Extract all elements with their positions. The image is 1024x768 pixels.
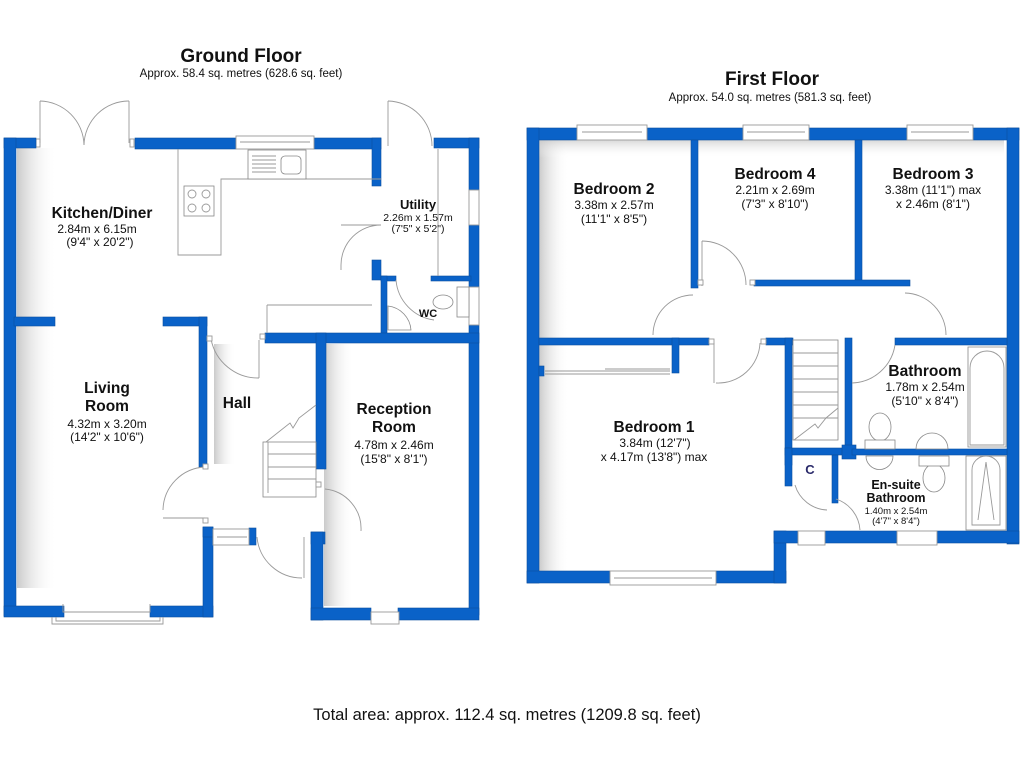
kitchen-diner-name: Kitchen/Diner bbox=[52, 205, 153, 222]
reception-room-name-1: Reception bbox=[357, 401, 432, 418]
basin-icon bbox=[865, 455, 894, 470]
bedroom-2-name: Bedroom 2 bbox=[574, 181, 655, 198]
total-area: Total area: approx. 112.4 sq. metres (12… bbox=[313, 706, 701, 724]
bedroom-1-name: Bedroom 1 bbox=[614, 419, 695, 436]
french-doors bbox=[35, 100, 135, 148]
staircase bbox=[262, 441, 317, 498]
bedroom-4-name: Bedroom 4 bbox=[735, 166, 816, 183]
door-jambs bbox=[202, 333, 322, 524]
first-floor-area: Approx. 54.0 sq. metres (581.3 sq. feet) bbox=[669, 92, 872, 104]
ensuite-name-2: Bathroom bbox=[866, 491, 925, 505]
hall-fixtures bbox=[162, 338, 362, 579]
wall-shadow bbox=[214, 344, 236, 464]
kitchen-diner-dim-ft: (9'4" x 20'2") bbox=[66, 235, 133, 249]
first-floor-title: First Floor bbox=[725, 69, 820, 90]
living-room-name-1: Living bbox=[84, 380, 130, 397]
bedroom-1-dim-2: x 4.17m (13'8") max bbox=[601, 450, 708, 464]
kitchen-diner-dim-m: 2.84m x 6.15m bbox=[57, 222, 136, 236]
toilet-icon bbox=[432, 294, 454, 310]
first-doors bbox=[652, 240, 947, 531]
reception-room-name-2: Room bbox=[372, 419, 416, 436]
bedroom-3-name: Bedroom 3 bbox=[893, 166, 974, 183]
shower-icon bbox=[965, 455, 1007, 531]
bathroom-fixtures bbox=[864, 346, 1007, 531]
ensuite-dim-m: 1.40m x 2.54m bbox=[865, 506, 928, 517]
bedroom-1-dim-1: 3.84m (12'7") bbox=[619, 436, 690, 450]
ensuite-name-1: En-suite bbox=[871, 478, 920, 492]
living-room-name-2: Room bbox=[85, 398, 129, 415]
reception-room-dim-m: 4.78m x 2.46m bbox=[354, 438, 433, 452]
first-windows bbox=[576, 124, 974, 586]
living-room-dim-ft: (14'2" x 10'6") bbox=[70, 430, 144, 444]
wardrobe bbox=[545, 368, 670, 375]
basin-icon bbox=[915, 432, 949, 450]
bedroom-2-dim-m: 3.38m x 2.57m bbox=[574, 198, 653, 212]
first-walls bbox=[526, 127, 1020, 584]
toilet-icon bbox=[868, 412, 892, 442]
utility-name: Utility bbox=[400, 197, 437, 212]
ground-walls bbox=[3, 137, 480, 621]
bedroom-3-dim-2: x 2.46m (8'1") bbox=[896, 197, 970, 211]
utility-dim-m: 2.26m x 1.57m bbox=[383, 212, 453, 224]
bedroom-2-dim-ft: (11'1" x 8'5") bbox=[581, 212, 647, 226]
wall-shadow bbox=[539, 140, 1004, 158]
kitchen-units bbox=[177, 149, 381, 256]
wc-name: WC bbox=[419, 308, 437, 320]
toilet-icon bbox=[922, 463, 946, 493]
wall-shadow bbox=[539, 140, 569, 580]
utility-dim-ft: (7'5" x 5'2") bbox=[392, 223, 445, 235]
hall-name: Hall bbox=[223, 395, 251, 412]
bathroom-name: Bathroom bbox=[888, 363, 961, 380]
ground-floor-plan: Kitchen/Diner 2.84m x 6.15m (9'4" x 20'2… bbox=[3, 100, 480, 625]
wall-shadow bbox=[324, 344, 354, 606]
ground-windows bbox=[51, 135, 480, 625]
bedroom-4-dim-m: 2.21m x 2.69m bbox=[735, 183, 814, 197]
ground-floor-title: Ground Floor bbox=[180, 46, 302, 67]
ensuite-dim-ft: (4'7" x 8'4") bbox=[872, 516, 920, 527]
utility-fixtures bbox=[266, 100, 470, 333]
bathroom-dim-m: 1.78m x 2.54m bbox=[885, 380, 964, 394]
hob-icon bbox=[183, 185, 215, 217]
living-room-dim-m: 4.32m x 3.20m bbox=[67, 417, 146, 431]
ground-floor-area: Approx. 58.4 sq. metres (628.6 sq. feet) bbox=[140, 68, 343, 80]
bathroom-dim-ft: (5'10" x 8'4") bbox=[891, 394, 958, 408]
first-floor-plan: Bedroom 2 3.38m x 2.57m (11'1" x 8'5") B… bbox=[526, 124, 1020, 586]
bedroom-3-dim-1: 3.38m (11'1") max bbox=[885, 183, 981, 197]
wall-shadow bbox=[17, 148, 57, 588]
basin-icon bbox=[387, 305, 412, 331]
cupboard-label: C bbox=[805, 462, 815, 477]
bath-icon bbox=[967, 346, 1007, 448]
reception-room-dim-ft: (15'8" x 8'1") bbox=[360, 452, 427, 466]
first-staircase bbox=[792, 339, 839, 441]
bedroom-4-dim-ft: (7'3" x 8'10") bbox=[741, 197, 808, 211]
